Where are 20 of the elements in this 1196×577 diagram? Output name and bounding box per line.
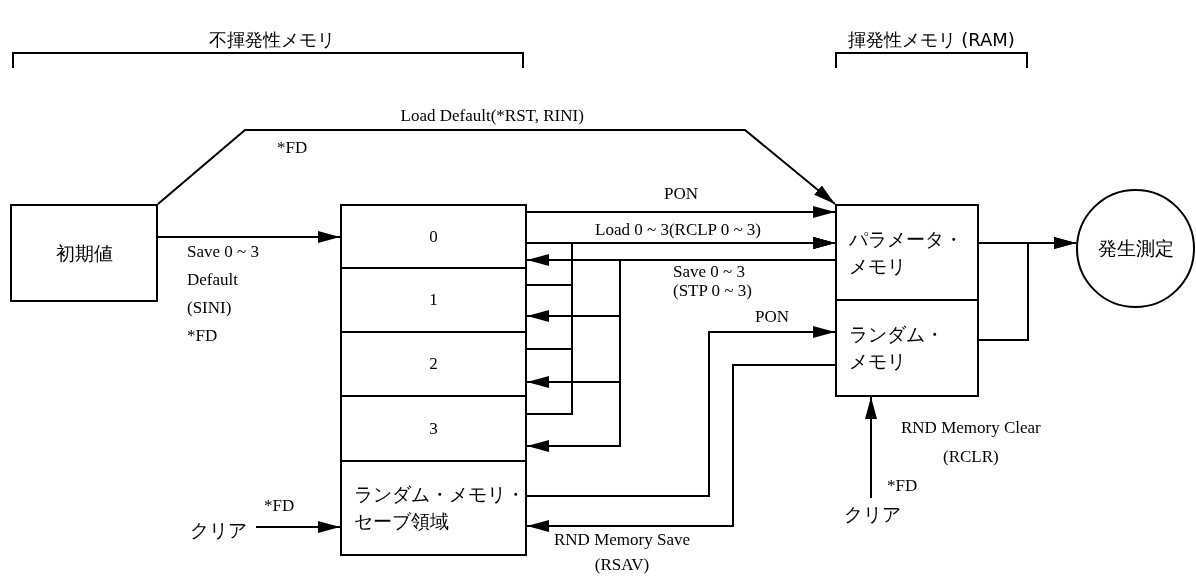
arrow bbox=[157, 231, 341, 243]
memory-cell: 3 bbox=[340, 395, 527, 462]
group-heading: 揮発性メモリ (RAM) bbox=[847, 28, 1015, 52]
memory-box: パラメータ・メモリ bbox=[835, 204, 979, 301]
memory-area-box: ランダム・メモリ・セーブ領域 bbox=[340, 460, 527, 556]
input-text: クリア bbox=[834, 498, 910, 530]
arrow bbox=[526, 326, 836, 497]
arrow bbox=[526, 206, 836, 218]
process-box: 初期値 bbox=[10, 204, 158, 302]
memory-cell: 0 bbox=[340, 204, 527, 269]
arrow bbox=[255, 521, 341, 533]
memory-box: ランダム・メモリ bbox=[835, 299, 979, 397]
input-text: クリア bbox=[180, 514, 256, 546]
group-heading: 不揮発性メモリ bbox=[209, 28, 335, 52]
memory-cell: 1 bbox=[340, 267, 527, 333]
arrow bbox=[157, 129, 836, 205]
arrow bbox=[865, 396, 877, 499]
arrow bbox=[526, 364, 836, 532]
memory-cell: 2 bbox=[340, 331, 527, 397]
output-circle: 発生測定 bbox=[1076, 189, 1195, 308]
